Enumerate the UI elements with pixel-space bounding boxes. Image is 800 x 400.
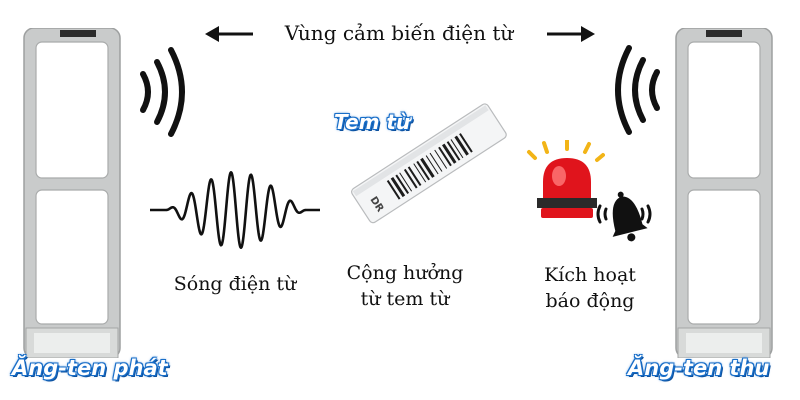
barcode-bar	[407, 166, 422, 186]
barcode-bar	[390, 176, 406, 198]
barcode-bar	[454, 135, 469, 156]
transmitter-label: Ăng-ten phát	[12, 356, 168, 380]
transmitter-antenna	[23, 28, 121, 358]
barcode-bar	[425, 155, 439, 175]
receiver-antenna	[675, 28, 773, 358]
barcode-bar	[429, 152, 443, 172]
barcode-bar	[450, 139, 464, 159]
electromagnetic-wave-icon	[150, 171, 320, 249]
resonance-caption-line-1: Cộng hưởng	[346, 262, 464, 284]
alarm-caption-line-2: báo động	[545, 290, 635, 312]
alarm-caption-line-1: Kích hoạt	[544, 264, 636, 286]
barcode-bar	[416, 160, 430, 181]
resonance-caption-line-2: từ tem từ	[360, 288, 450, 310]
wave-caption: Sóng điện từ	[173, 273, 297, 295]
barcode-bar	[403, 168, 418, 189]
left-arrow-icon	[205, 26, 253, 42]
tag-title: Tem từ	[334, 110, 411, 134]
siren-icon	[527, 140, 605, 218]
transmit-signal-icon	[140, 47, 185, 137]
right-arrow-icon	[547, 26, 595, 42]
receiver-label: Ăng-ten thu	[628, 356, 770, 380]
barcode-bar	[413, 163, 427, 183]
barcode-bar	[434, 149, 448, 169]
barcode-bar	[459, 133, 473, 153]
barcode-bar	[438, 146, 452, 167]
bell-icon	[596, 191, 652, 242]
zone-label: Vùng cảm biến điện từ	[284, 21, 514, 45]
alarm-caption: Kích hoạt báo động	[520, 262, 660, 314]
barcode-bar	[420, 157, 435, 178]
barcode-bar	[386, 180, 401, 200]
barcode-bar	[446, 141, 461, 161]
barcode-bar	[395, 174, 410, 195]
barcode-bar	[399, 172, 413, 192]
magnetic-tag-icon: DR	[351, 103, 507, 224]
receive-signal-icon	[615, 45, 660, 135]
resonance-caption: Cộng hưởng từ tem từ	[325, 260, 485, 312]
barcode-bar	[441, 143, 457, 164]
